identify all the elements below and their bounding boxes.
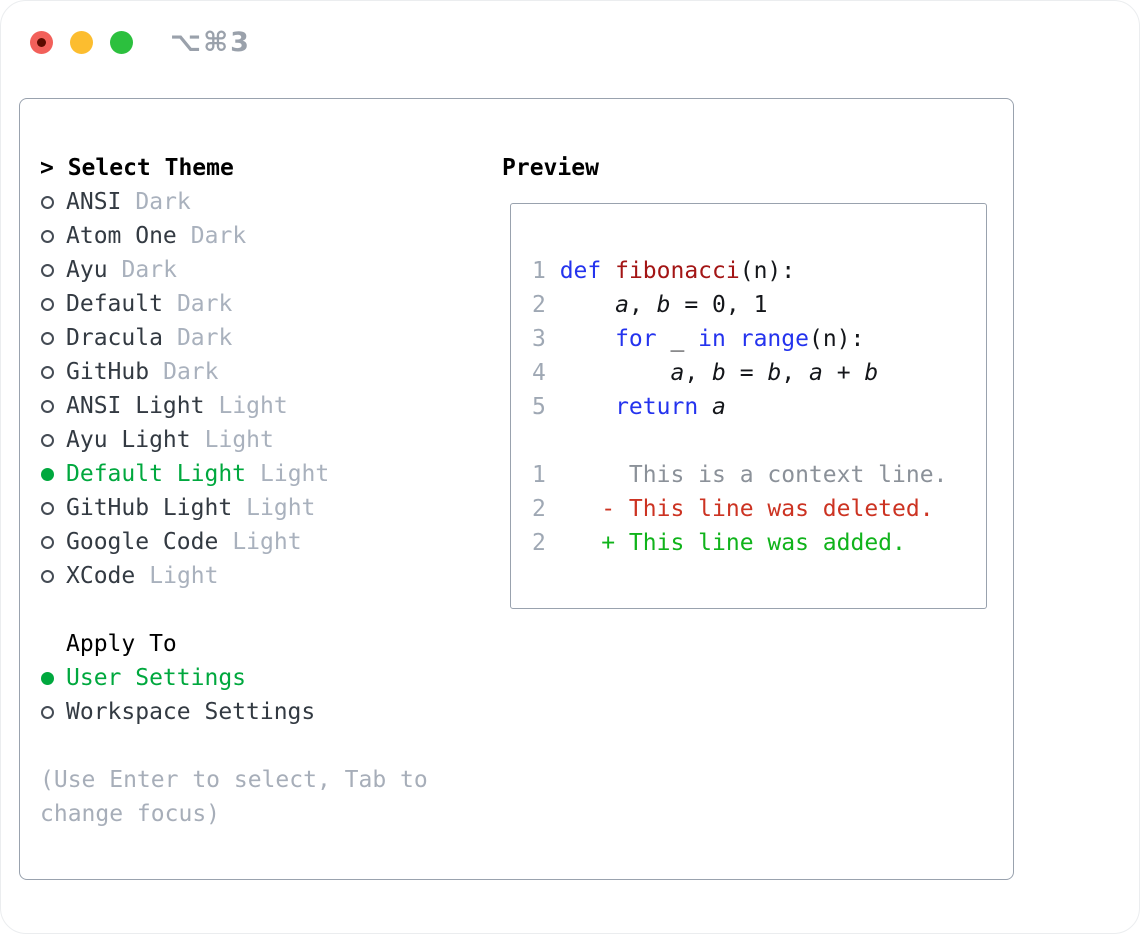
close-button-icon[interactable] xyxy=(30,31,53,54)
variant-badge: Light xyxy=(260,461,330,487)
line-number: 2 xyxy=(532,530,546,556)
variant-badge: Dark xyxy=(163,359,219,385)
radio-icon xyxy=(40,331,66,345)
variant-badge: Dark xyxy=(176,291,233,317)
item-label: ANSI Light xyxy=(66,393,205,419)
radio-icon xyxy=(40,569,66,583)
radio-icon xyxy=(40,705,66,719)
titlebar: ⌥⌘3 xyxy=(30,27,251,58)
theme-item-default-light[interactable]: Default Light Light xyxy=(40,457,490,491)
radio-icon xyxy=(40,501,66,515)
variant-badge: Light xyxy=(149,563,219,589)
theme-item-atom-one[interactable]: Atom One Dark xyxy=(40,219,490,253)
variant-badge: Light xyxy=(246,495,316,521)
code-line: 5 return a xyxy=(532,394,726,420)
select-theme-heading: > Select Theme xyxy=(40,151,490,185)
apply-option-user-settings[interactable]: User Settings xyxy=(40,661,490,695)
theme-item-ayu[interactable]: Ayu Dark xyxy=(40,253,490,287)
variant-badge: Light xyxy=(232,529,302,555)
radio-icon xyxy=(40,195,66,209)
line-number: 5 xyxy=(532,394,546,420)
theme-item-default[interactable]: Default Dark xyxy=(40,287,490,321)
theme-item-google-code[interactable]: Google Code Light xyxy=(40,525,490,559)
variant-badge: Light xyxy=(204,427,274,453)
item-label: GitHub xyxy=(66,359,150,385)
theme-item-ansi-light[interactable]: ANSI Light Light xyxy=(40,389,490,423)
line-number: 2 xyxy=(532,496,546,522)
item-label: Google Code xyxy=(66,529,219,555)
theme-item-xcode[interactable]: XCode Light xyxy=(40,559,490,593)
theme-item-dracula[interactable]: Dracula Dark xyxy=(40,321,490,355)
recording-dot-icon xyxy=(37,38,46,47)
item-label: Workspace Settings xyxy=(66,699,316,725)
variant-badge: Dark xyxy=(135,189,191,215)
item-label: ANSI xyxy=(66,189,122,215)
item-label: Atom One xyxy=(66,223,177,249)
line-number: 1 xyxy=(532,462,546,488)
variant-badge: Dark xyxy=(176,325,233,351)
code-line xyxy=(532,424,986,458)
item-label: XCode xyxy=(66,563,136,589)
preview-heading: Preview xyxy=(502,155,599,181)
code-line: 3 for _ in range(n): xyxy=(532,326,865,352)
theme-item-ansi[interactable]: ANSI Dark xyxy=(40,185,490,219)
code-line: 2 a, b = 0, 1 xyxy=(532,292,768,318)
line-number: 3 xyxy=(532,326,546,352)
code-line: 1 This is a context line. xyxy=(532,462,948,488)
item-label: Ayu xyxy=(66,257,108,283)
select-theme-title: Select Theme xyxy=(67,155,234,181)
line-number: 1 xyxy=(532,258,546,284)
minimize-button-icon[interactable] xyxy=(70,31,93,54)
theme-item-github[interactable]: GitHub Dark xyxy=(40,355,490,389)
variant-badge: Dark xyxy=(121,257,177,283)
item-label: GitHub Light xyxy=(66,495,233,521)
code-line: 2 + This line was added. xyxy=(532,530,906,556)
zoom-button-icon[interactable] xyxy=(110,31,133,54)
code-line: 2 - This line was deleted. xyxy=(532,496,934,522)
item-label: User Settings xyxy=(66,665,247,691)
item-label: Ayu Light xyxy=(66,427,191,453)
window-shortcut-label: ⌥⌘3 xyxy=(170,27,251,58)
radio-icon xyxy=(40,229,66,243)
variant-badge: Dark xyxy=(190,223,247,249)
item-label: Default Light xyxy=(66,461,247,487)
item-label: Default xyxy=(66,291,163,317)
line-number: 2 xyxy=(532,292,546,318)
theme-item-ayu-light[interactable]: Ayu Light Light xyxy=(40,423,490,457)
radio-icon xyxy=(40,535,66,549)
radio-icon xyxy=(40,433,66,447)
item-label: Dracula xyxy=(66,325,163,351)
radio-icon xyxy=(40,365,66,379)
radio-icon xyxy=(40,399,66,413)
code-line: 4 a, b = b, a + b xyxy=(532,360,879,386)
radio-icon xyxy=(40,297,66,311)
radio-selected-icon xyxy=(40,467,66,481)
apply-to-heading: Apply To xyxy=(66,631,177,657)
line-number: 4 xyxy=(532,360,546,386)
variant-badge: Light xyxy=(218,393,288,419)
theme-item-github-light[interactable]: GitHub Light Light xyxy=(40,491,490,525)
help-text: (Use Enter to select, Tab to change focu… xyxy=(40,767,428,827)
radio-icon xyxy=(40,263,66,277)
radio-selected-icon xyxy=(40,671,66,685)
prompt-icon: > xyxy=(40,155,54,181)
apply-option-workspace-settings[interactable]: Workspace Settings xyxy=(40,695,490,729)
